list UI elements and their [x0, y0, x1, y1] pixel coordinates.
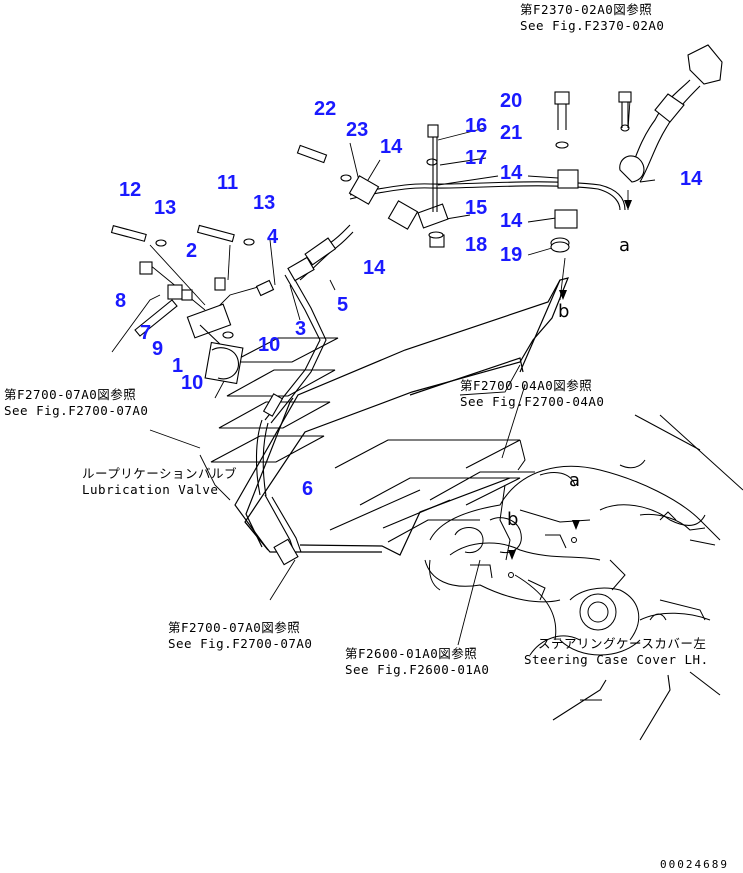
ref-f2700-left-en: See Fig.F2700-07A0	[4, 403, 149, 418]
ref-steering-en: Steering Case Cover LH.	[524, 652, 709, 667]
callout-10-a: 10	[258, 334, 281, 356]
callout-3: 3	[295, 318, 307, 340]
callout-9: 9	[152, 338, 164, 360]
ref-lube-en: Lubrication Valve	[82, 482, 219, 497]
connection-mark-a-bottom: a	[569, 470, 581, 491]
connection-mark-b-bottom: b	[507, 509, 519, 530]
callout-19: 19	[500, 244, 523, 266]
leader-lines	[111, 61, 701, 646]
ref-f2370-jp: 第F2370-02A0図参照	[520, 2, 653, 17]
callout-23: 23	[346, 119, 369, 141]
callout-12: 12	[119, 179, 142, 201]
callout-5: 5	[337, 294, 349, 316]
ref-f2700-bottom-jp: 第F2700-07A0図参照	[168, 620, 301, 635]
louvers	[210, 337, 535, 543]
drawing-code: 00024689	[660, 858, 729, 871]
ref-f2700-left-jp: 第F2700-07A0図参照	[4, 387, 137, 402]
callout-16: 16	[465, 115, 488, 137]
callout-21: 21	[500, 122, 523, 144]
callout-18: 18	[465, 234, 488, 256]
callout-22: 22	[314, 98, 337, 120]
callout-2: 2	[186, 240, 198, 262]
callout-14-d: 14	[500, 210, 523, 232]
callout-20: 20	[500, 90, 523, 112]
callout-13-a: 13	[154, 197, 177, 219]
ref-f2700-04-jp: 第F2700-04A0図参照	[460, 378, 593, 393]
connection-markers	[508, 200, 632, 560]
ref-f2700-04-en: See Fig.F2700-04A0	[460, 394, 605, 409]
ref-lube-jp: ループリケーションバルブ	[82, 466, 238, 481]
steering-case	[424, 414, 743, 656]
callout-14-e: 14	[363, 257, 386, 279]
connection-mark-b-top: b	[558, 301, 570, 322]
connection-mark-a-top: a	[619, 235, 631, 256]
callout-4: 4	[267, 226, 279, 248]
ref-f2600-en: See Fig.F2600-01A0	[345, 662, 490, 677]
callout-14-a: 14	[380, 136, 403, 158]
callout-14-b: 14	[500, 162, 523, 184]
callout-13-b: 13	[253, 192, 276, 214]
callout-6: 6	[302, 478, 314, 500]
callout-1: 1	[172, 355, 184, 377]
ref-f2600-jp: 第F2600-01A0図参照	[345, 646, 478, 661]
callout-7: 7	[140, 322, 152, 344]
base-lines	[552, 671, 721, 741]
panel-outline	[234, 277, 569, 556]
fittings	[110, 44, 723, 566]
ref-f2700-bottom-en: See Fig.F2700-07A0	[168, 636, 313, 651]
callout-14-c: 14	[680, 168, 703, 190]
ref-f2370-en: See Fig.F2370-02A0	[520, 18, 665, 33]
callout-15: 15	[465, 197, 488, 219]
callout-17: 17	[465, 147, 488, 169]
ref-steering-jp: ステアリングケースカバー左	[538, 636, 707, 651]
callout-11: 11	[217, 172, 239, 194]
callout-8: 8	[115, 290, 127, 312]
callout-10-b: 10	[181, 372, 204, 394]
